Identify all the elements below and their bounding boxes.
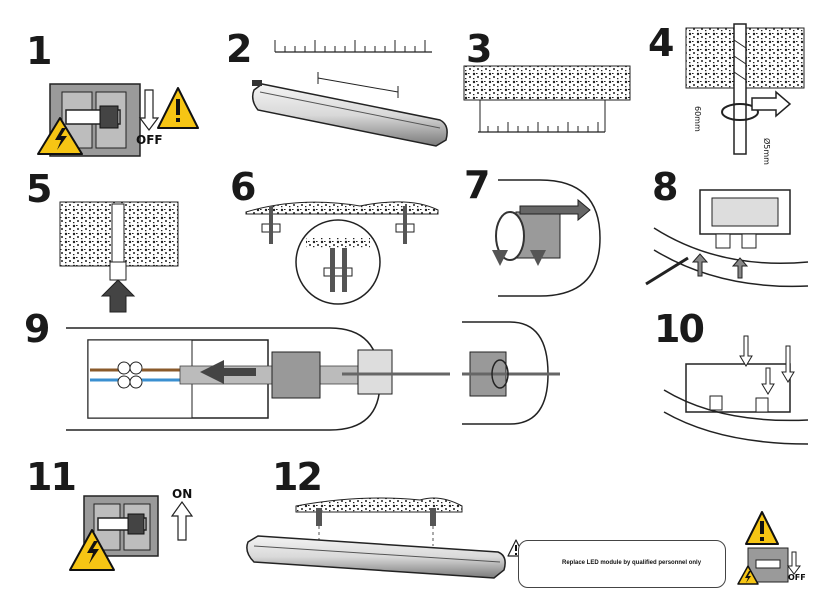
step10-install-module bbox=[663, 335, 809, 445]
step9-gland-detail bbox=[462, 321, 560, 425]
warning-icon bbox=[157, 87, 199, 129]
electric-hazard-icon bbox=[737, 565, 759, 585]
safety-note-box bbox=[518, 540, 726, 588]
off-label: OFF bbox=[136, 133, 163, 147]
step2-measure-luminaire bbox=[251, 40, 448, 147]
step9-connect-wires bbox=[66, 327, 450, 431]
safety-note-text: Replace LED module by qualified personne… bbox=[562, 560, 702, 566]
step-number-8: 8 bbox=[652, 165, 678, 209]
step-number-2: 2 bbox=[226, 27, 252, 71]
drill-depth-label: 60mm bbox=[693, 106, 702, 132]
step-number-9: 9 bbox=[24, 307, 50, 351]
electric-hazard-icon bbox=[37, 117, 83, 155]
step-number-4: 4 bbox=[648, 21, 674, 65]
drill-icon bbox=[721, 23, 792, 155]
step-number-5: 5 bbox=[26, 167, 52, 211]
step5-insert-dowel bbox=[59, 201, 179, 313]
step-number-6: 6 bbox=[230, 165, 256, 209]
step1-breaker-off bbox=[37, 83, 199, 157]
step7-open-endcap bbox=[492, 179, 601, 297]
step-number-11: 11 bbox=[26, 455, 77, 499]
step-number-12: 12 bbox=[272, 455, 323, 499]
step8-remove-cover bbox=[645, 189, 809, 288]
step12-mount-luminaire bbox=[246, 497, 801, 585]
step4-drill-holes bbox=[685, 23, 805, 155]
step-number-3: 3 bbox=[466, 27, 492, 71]
step3-mark-ceiling bbox=[463, 65, 631, 133]
drill-diameter-label: Ø5mm bbox=[762, 138, 771, 165]
step-number-10: 10 bbox=[654, 307, 705, 351]
electric-hazard-icon bbox=[69, 529, 115, 571]
warning-icon bbox=[745, 511, 779, 545]
off-label-small: OFF bbox=[788, 573, 806, 582]
step6-mount-clips bbox=[245, 201, 439, 305]
step-number-7: 7 bbox=[464, 163, 490, 207]
step-number-1: 1 bbox=[26, 29, 52, 73]
step11-breaker-on bbox=[69, 495, 194, 571]
on-label: ON bbox=[172, 487, 193, 501]
screw-icon bbox=[261, 206, 415, 244]
